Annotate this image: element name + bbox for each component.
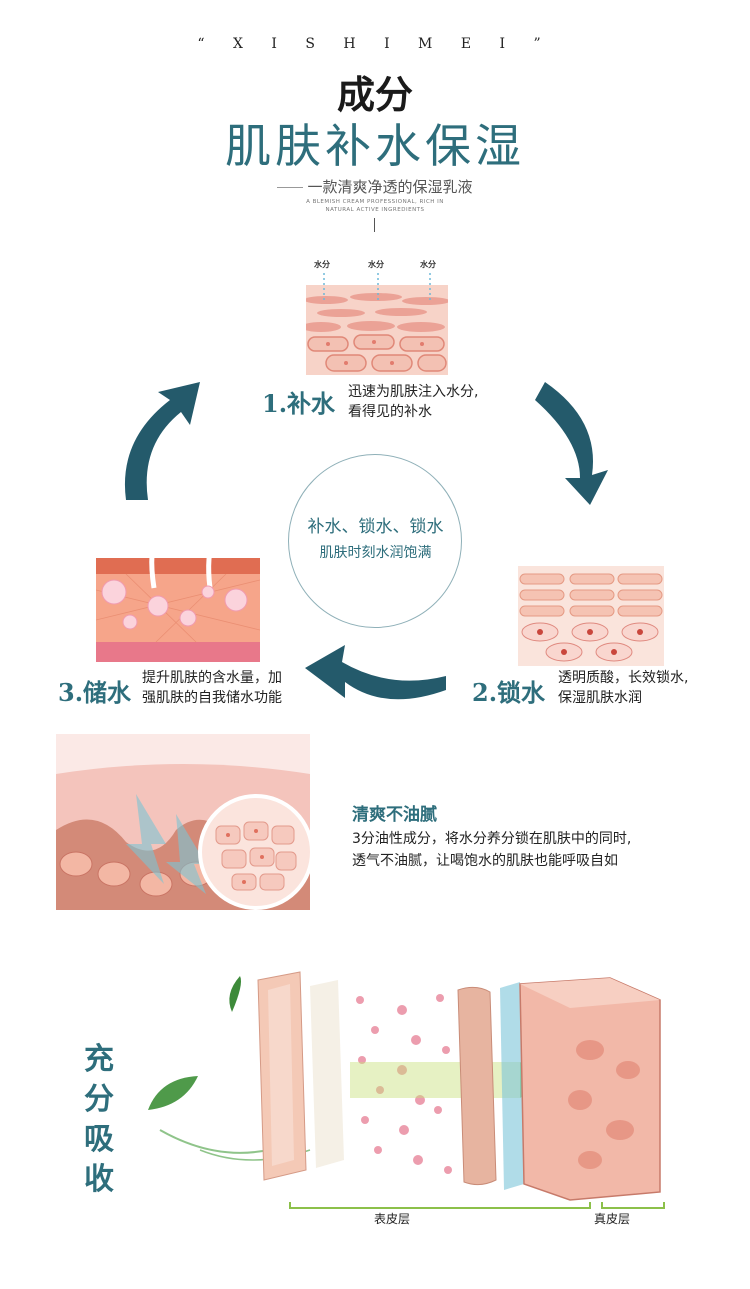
feature-title: 清爽不油腻 <box>352 805 437 825</box>
step-1-desc: 迅速为肌肤注入水分, 看得见的补水 <box>348 382 478 422</box>
skin-lock-illustration <box>518 566 664 666</box>
step-2-desc-line1: 透明质酸，长效锁水, <box>558 670 689 686</box>
absorption-illustration <box>148 971 665 1209</box>
dermis-label: 真皮层 <box>594 1212 631 1226</box>
step-1-desc-line1: 迅速为肌肤注入水分, <box>348 384 479 400</box>
page-subtitle: 肌肤补水保湿 <box>225 119 525 173</box>
step-3-desc: 提升肌肤的含水量，加 强肌肤的自我储水功能 <box>142 668 282 708</box>
center-text-line1: 补水、锁水、锁水 <box>307 517 444 537</box>
leaf-icon <box>229 976 241 1012</box>
skin-hydrate-illustration: 水分 水分 水分 <box>306 255 448 375</box>
tagline-english: A BLEMISH CREAM PROFESSIONAL, RICH IN NA… <box>290 198 460 214</box>
center-circle <box>288 454 462 628</box>
water-label: 水分 <box>313 259 330 269</box>
step-1-desc-line2: 看得见的补水 <box>348 404 432 420</box>
tagline: 一款清爽净透的保湿乳液 <box>0 176 750 197</box>
arrow-up-icon <box>124 382 200 500</box>
arrow-right-icon <box>535 382 608 505</box>
step-2-desc: 透明质酸，长效锁水, 保湿肌肤水润 <box>558 668 688 708</box>
water-label: 水分 <box>367 259 384 269</box>
feature-desc-line2: 透气不油腻，让喝饱水的肌肤也能呼吸自如 <box>352 853 618 869</box>
center-text-line2: 肌肤时刻水润饱满 <box>319 545 432 561</box>
step-1-title: 1.补水 <box>262 389 336 418</box>
brand-name: “ X I S H I M E I ” <box>197 36 553 52</box>
step-2-desc-line2: 保湿肌肤水润 <box>558 690 642 706</box>
feature-desc: 3分油性成分，将水分养分锁在肌肤中的同时, 透气不油腻，让喝饱水的肌肤也能呼吸自… <box>352 828 722 872</box>
step-2-title: 2.锁水 <box>472 678 546 707</box>
absorb-label: 充 分 吸 收 <box>84 1040 124 1200</box>
absorb-char: 充 <box>84 1042 114 1077</box>
step-3-desc-line1: 提升肌肤的含水量，加 <box>142 670 282 686</box>
step-3-desc-line2: 强肌肤的自我储水功能 <box>142 690 282 706</box>
page-title: 成分 <box>336 72 413 117</box>
tagline-text: 一款清爽净透的保湿乳液 <box>307 178 473 196</box>
cycle-arrows <box>124 382 608 700</box>
tagline-english-line2: NATURAL ACTIVE INGREDIENTS <box>325 207 425 213</box>
step-3-title: 3.储水 <box>58 678 132 707</box>
tagline-english-line1: A BLEMISH CREAM PROFESSIONAL, RICH IN <box>306 199 444 205</box>
arrow-left-icon <box>305 645 446 700</box>
skin-store-illustration <box>96 530 260 662</box>
divider-line <box>374 218 375 232</box>
tagline-rule <box>277 187 304 188</box>
epidermis-label: 表皮层 <box>374 1212 411 1226</box>
skin-layer-illustration <box>56 734 310 910</box>
absorb-char: 分 <box>84 1082 114 1117</box>
leaf-icon <box>148 1076 198 1110</box>
absorb-char: 收 <box>84 1162 114 1197</box>
feature-desc-line1: 3分油性成分，将水分养分锁在肌肤中的同时, <box>352 831 632 847</box>
absorb-char: 吸 <box>84 1122 114 1157</box>
water-label: 水分 <box>419 259 436 269</box>
